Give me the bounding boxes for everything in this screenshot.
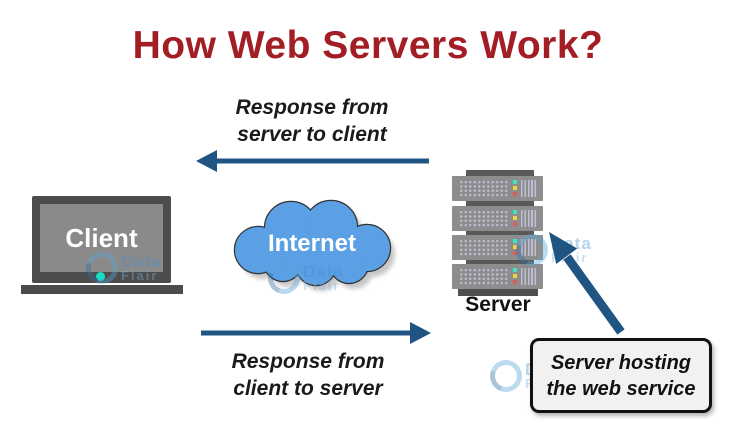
- vent-grid: [459, 239, 509, 256]
- led-yellow-icon: [513, 186, 517, 190]
- led-green-icon: [513, 180, 517, 184]
- server-label: Server: [465, 293, 531, 316]
- led-yellow-icon: [513, 245, 517, 249]
- server-rack: [448, 168, 548, 298]
- response-label-bottom-line1: Response from: [231, 350, 385, 373]
- vent-slats: [521, 239, 537, 256]
- vent-slats: [521, 210, 537, 227]
- vent-grid: [459, 268, 509, 285]
- internet-label: Internet: [268, 230, 356, 257]
- client-monitor-screen: Client: [40, 204, 163, 272]
- vent-slats: [521, 268, 537, 285]
- callout-arrow-head: [549, 232, 578, 264]
- internet-cloud: Internet: [233, 199, 395, 291]
- server-unit: [452, 176, 543, 201]
- server-unit: [452, 206, 543, 231]
- vent-grid: [459, 180, 509, 197]
- led-red-icon: [513, 280, 517, 284]
- page-title: How Web Servers Work?: [132, 24, 604, 67]
- watermark-line1: Data: [551, 234, 592, 254]
- response-label-top-line1: Response from: [235, 96, 389, 119]
- power-led-icon: [96, 272, 105, 281]
- led-green-icon: [513, 239, 517, 243]
- response-arrow-top-head: [196, 150, 217, 172]
- led-green-icon: [513, 268, 517, 272]
- client-monitor: Client: [32, 196, 171, 283]
- client-monitor-stand: [21, 285, 183, 294]
- callout-box: Server hosting the web service: [530, 338, 712, 413]
- led-red-icon: [513, 222, 517, 226]
- callout-line2: the web service: [546, 377, 696, 400]
- led-yellow-icon: [513, 216, 517, 220]
- watermark-line2: Flair: [551, 249, 589, 265]
- request-arrow-bottom-head: [410, 322, 431, 344]
- response-label-bottom: Response from client to server: [188, 348, 428, 402]
- server-unit: [452, 235, 543, 260]
- dataflair-logo-icon: [484, 354, 528, 398]
- response-label-top-line2: server to client: [237, 123, 387, 146]
- server-unit: [452, 264, 543, 289]
- cloud-body: [235, 201, 390, 285]
- vent-slats: [521, 180, 537, 197]
- rack-foot: [458, 286, 538, 296]
- led-red-icon: [513, 251, 517, 255]
- led-red-icon: [513, 192, 517, 196]
- led-yellow-icon: [513, 274, 517, 278]
- vent-grid: [459, 210, 509, 227]
- response-label-bottom-line2: client to server: [233, 377, 383, 400]
- led-green-icon: [513, 210, 517, 214]
- client-label: Client: [65, 222, 138, 253]
- callout-line1: Server hosting: [550, 351, 692, 374]
- response-label-top: Response from server to client: [192, 94, 432, 148]
- callout-arrow-shaft: [563, 254, 625, 335]
